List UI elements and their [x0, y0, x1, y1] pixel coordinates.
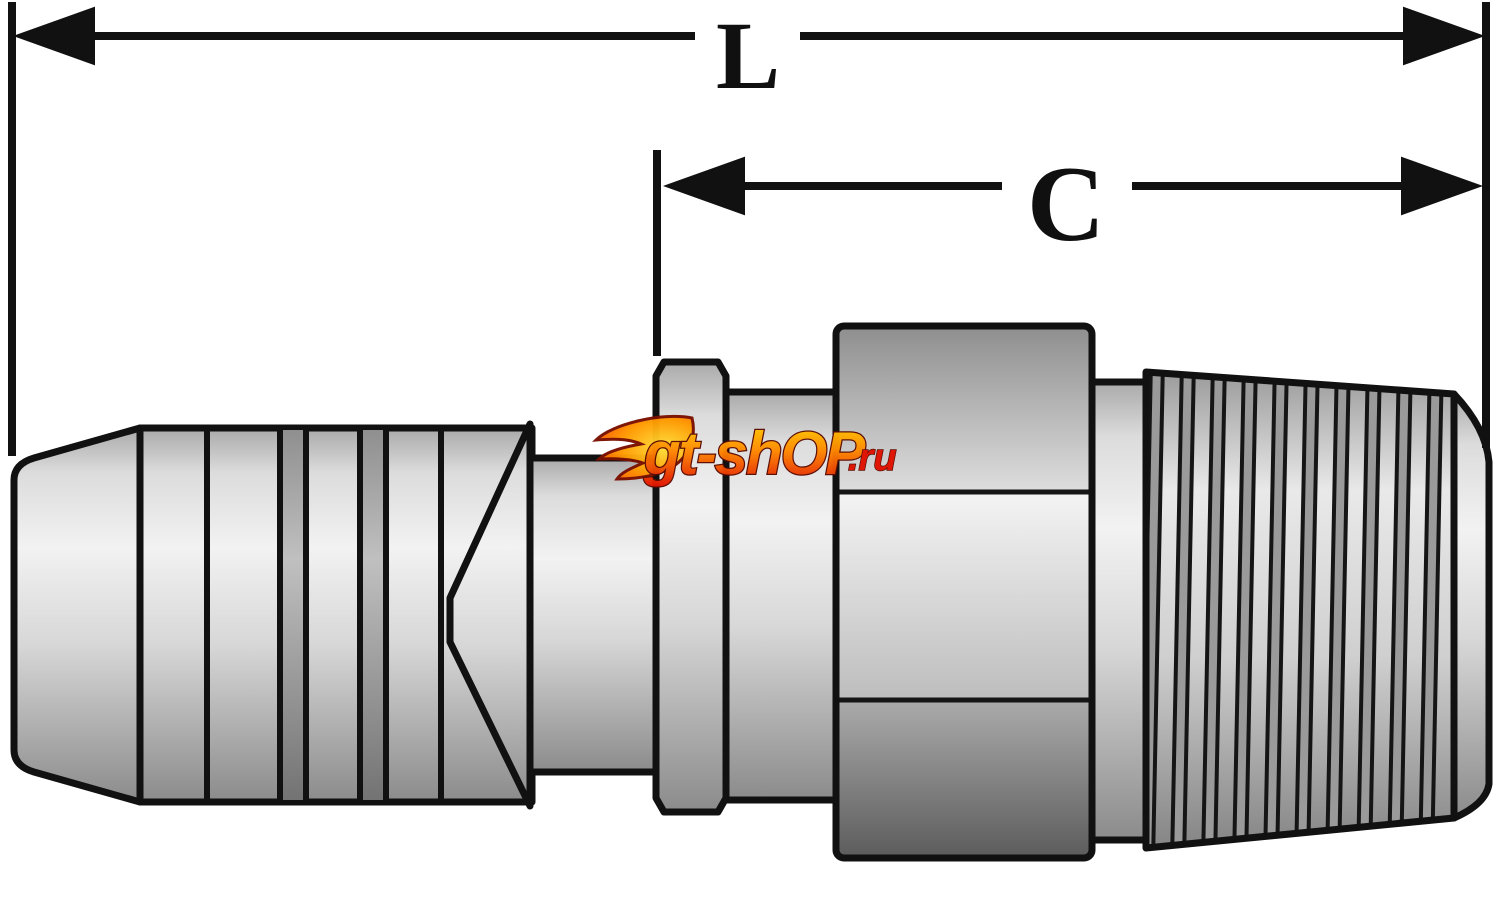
flame-icon — [592, 414, 695, 481]
dimension-L-label: L — [716, 2, 780, 109]
barb-groove — [280, 430, 306, 800]
hex-nut — [832, 322, 1096, 862]
neck-cylinder — [722, 388, 842, 804]
dimension-L: L — [8, 2, 1490, 456]
cone-flare — [446, 420, 534, 810]
thread-ridges — [1146, 372, 1444, 848]
arrowhead-left-icon — [13, 6, 95, 66]
watermark-suffix: .ru — [848, 437, 897, 479]
arrowhead-right-icon — [1403, 6, 1485, 66]
dimension-C-label: C — [1027, 145, 1105, 264]
nose-tip — [10, 424, 144, 806]
barb-groove — [360, 430, 386, 800]
arrowhead-left-icon — [663, 156, 745, 216]
watermark: gt-shOP .ru — [592, 414, 897, 488]
arrowhead-right-icon — [1401, 156, 1483, 216]
dimension-C: C — [653, 145, 1483, 356]
pipe-thread-section — [1142, 368, 1493, 852]
collar-flange — [652, 358, 730, 816]
thread-end-cap — [1450, 390, 1493, 822]
watermark-text: gt-shOP — [643, 420, 866, 487]
thread-shoulder — [1088, 378, 1150, 844]
barb-ridge-lines — [204, 428, 444, 802]
fitting-body — [10, 322, 1493, 862]
stem-cylinder — [526, 454, 664, 776]
